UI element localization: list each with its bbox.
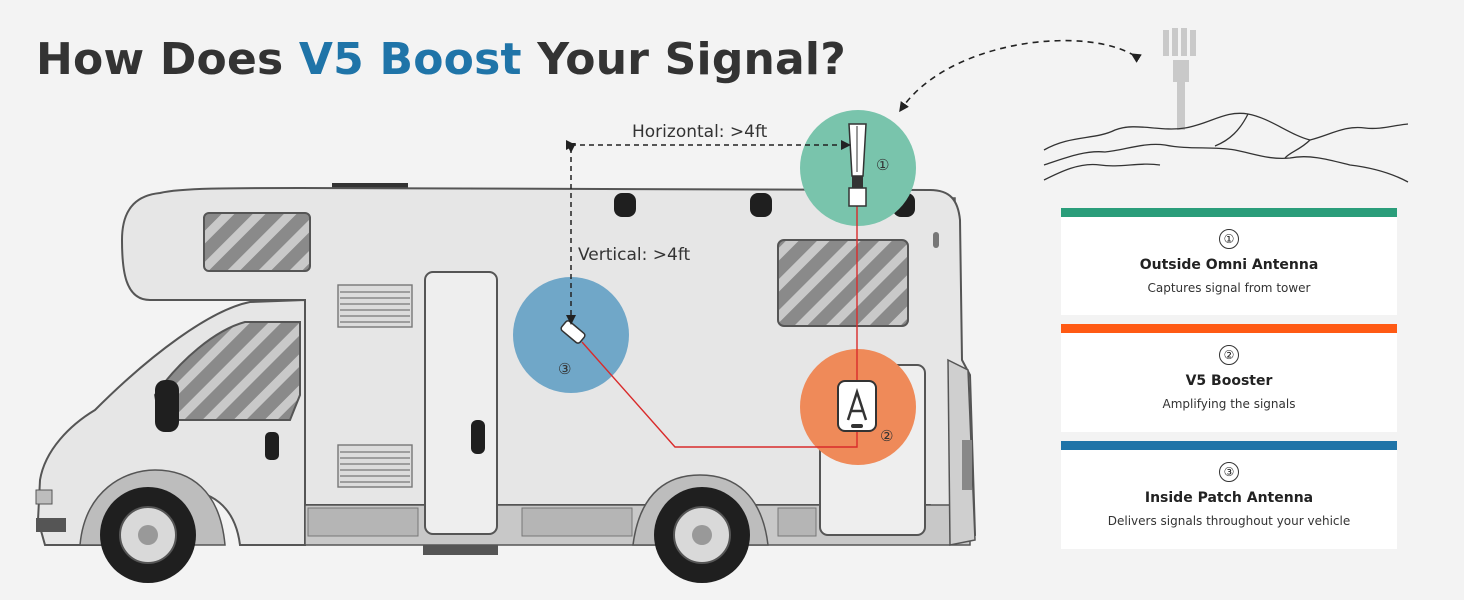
title-suffix: Your Signal? bbox=[521, 34, 846, 85]
signal-cable bbox=[581, 205, 858, 448]
legend-desc-inside: Delivers signals throughout your vehicle bbox=[1107, 514, 1351, 528]
legend-desc-outside: Captures signal from tower bbox=[1147, 281, 1311, 295]
legend-name-booster: V5 Booster bbox=[1185, 373, 1273, 389]
legend-name-inside: Inside Patch Antenna bbox=[1144, 490, 1314, 506]
title-prefix: How Does bbox=[36, 34, 299, 85]
patch-antenna-icon bbox=[560, 320, 586, 344]
marker-inside: ③ bbox=[558, 360, 571, 378]
horizontal-label: Horizontal: >4ft bbox=[632, 122, 768, 142]
tower-link-arrow bbox=[899, 39, 1142, 113]
legend-num-inside: ③ bbox=[1219, 462, 1239, 482]
legend-desc-booster: Amplifying the signals bbox=[1162, 397, 1296, 411]
legend-card-outside-antenna: ① Outside Omni Antenna Captures signal f… bbox=[1061, 208, 1397, 315]
vertical-label: Vertical: >4ft bbox=[578, 245, 691, 265]
legend-num-booster: ② bbox=[1219, 345, 1239, 365]
marker-outside: ① bbox=[876, 156, 889, 174]
page-title: How Does V5 Boost Your Signal? bbox=[36, 34, 846, 85]
marker-booster: ② bbox=[880, 427, 893, 445]
booster-device-icon bbox=[837, 380, 877, 432]
legend-card-inside-antenna: ③ Inside Patch Antenna Delivers signals … bbox=[1061, 441, 1397, 549]
title-accent: V5 Boost bbox=[298, 34, 522, 85]
mountains-icon bbox=[1043, 112, 1409, 183]
legend-bar-inside bbox=[1061, 441, 1397, 450]
cell-tower-icon bbox=[1163, 28, 1196, 130]
omni-antenna-icon bbox=[848, 123, 867, 207]
legend-num-outside: ① bbox=[1219, 229, 1239, 249]
legend-bar-outside bbox=[1061, 208, 1397, 217]
rear-wheel bbox=[654, 487, 750, 583]
legend-bar-booster bbox=[1061, 324, 1397, 333]
front-wheel bbox=[100, 487, 196, 583]
legend-name-outside: Outside Omni Antenna bbox=[1139, 257, 1319, 273]
legend-card-booster: ② V5 Booster Amplifying the signals bbox=[1061, 324, 1397, 432]
